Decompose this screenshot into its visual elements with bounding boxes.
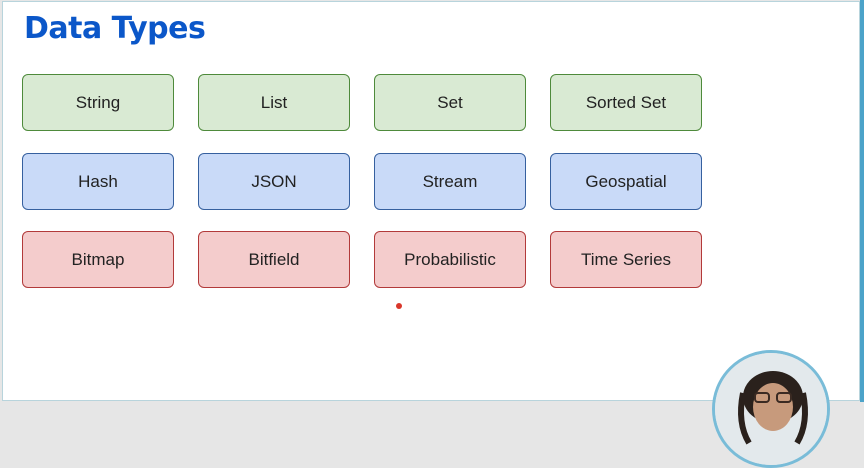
data-type-json-box: JSON (198, 153, 350, 210)
slide-title: Data Types (24, 11, 206, 46)
laser-pointer-dot (396, 303, 402, 309)
presentation-slide: Data Types String List Set Sorted Set Ha… (2, 1, 860, 401)
data-type-string-box: String (22, 74, 174, 131)
data-type-bitfield-box: Bitfield (198, 231, 350, 288)
data-type-geospatial-box: Geospatial (550, 153, 702, 210)
data-type-stream-box: Stream (374, 153, 526, 210)
presenter-avatar-icon (715, 353, 827, 465)
data-type-bitmap-box: Bitmap (22, 231, 174, 288)
data-type-list-box: List (198, 74, 350, 131)
data-type-probabilistic-box: Probabilistic (374, 231, 526, 288)
data-type-hash-box: Hash (22, 153, 174, 210)
data-type-sorted-set-box: Sorted Set (550, 74, 702, 131)
data-type-time-series-box: Time Series (550, 231, 702, 288)
data-type-set-box: Set (374, 74, 526, 131)
window-edge (860, 0, 864, 402)
presenter-webcam-bubble (712, 350, 830, 468)
